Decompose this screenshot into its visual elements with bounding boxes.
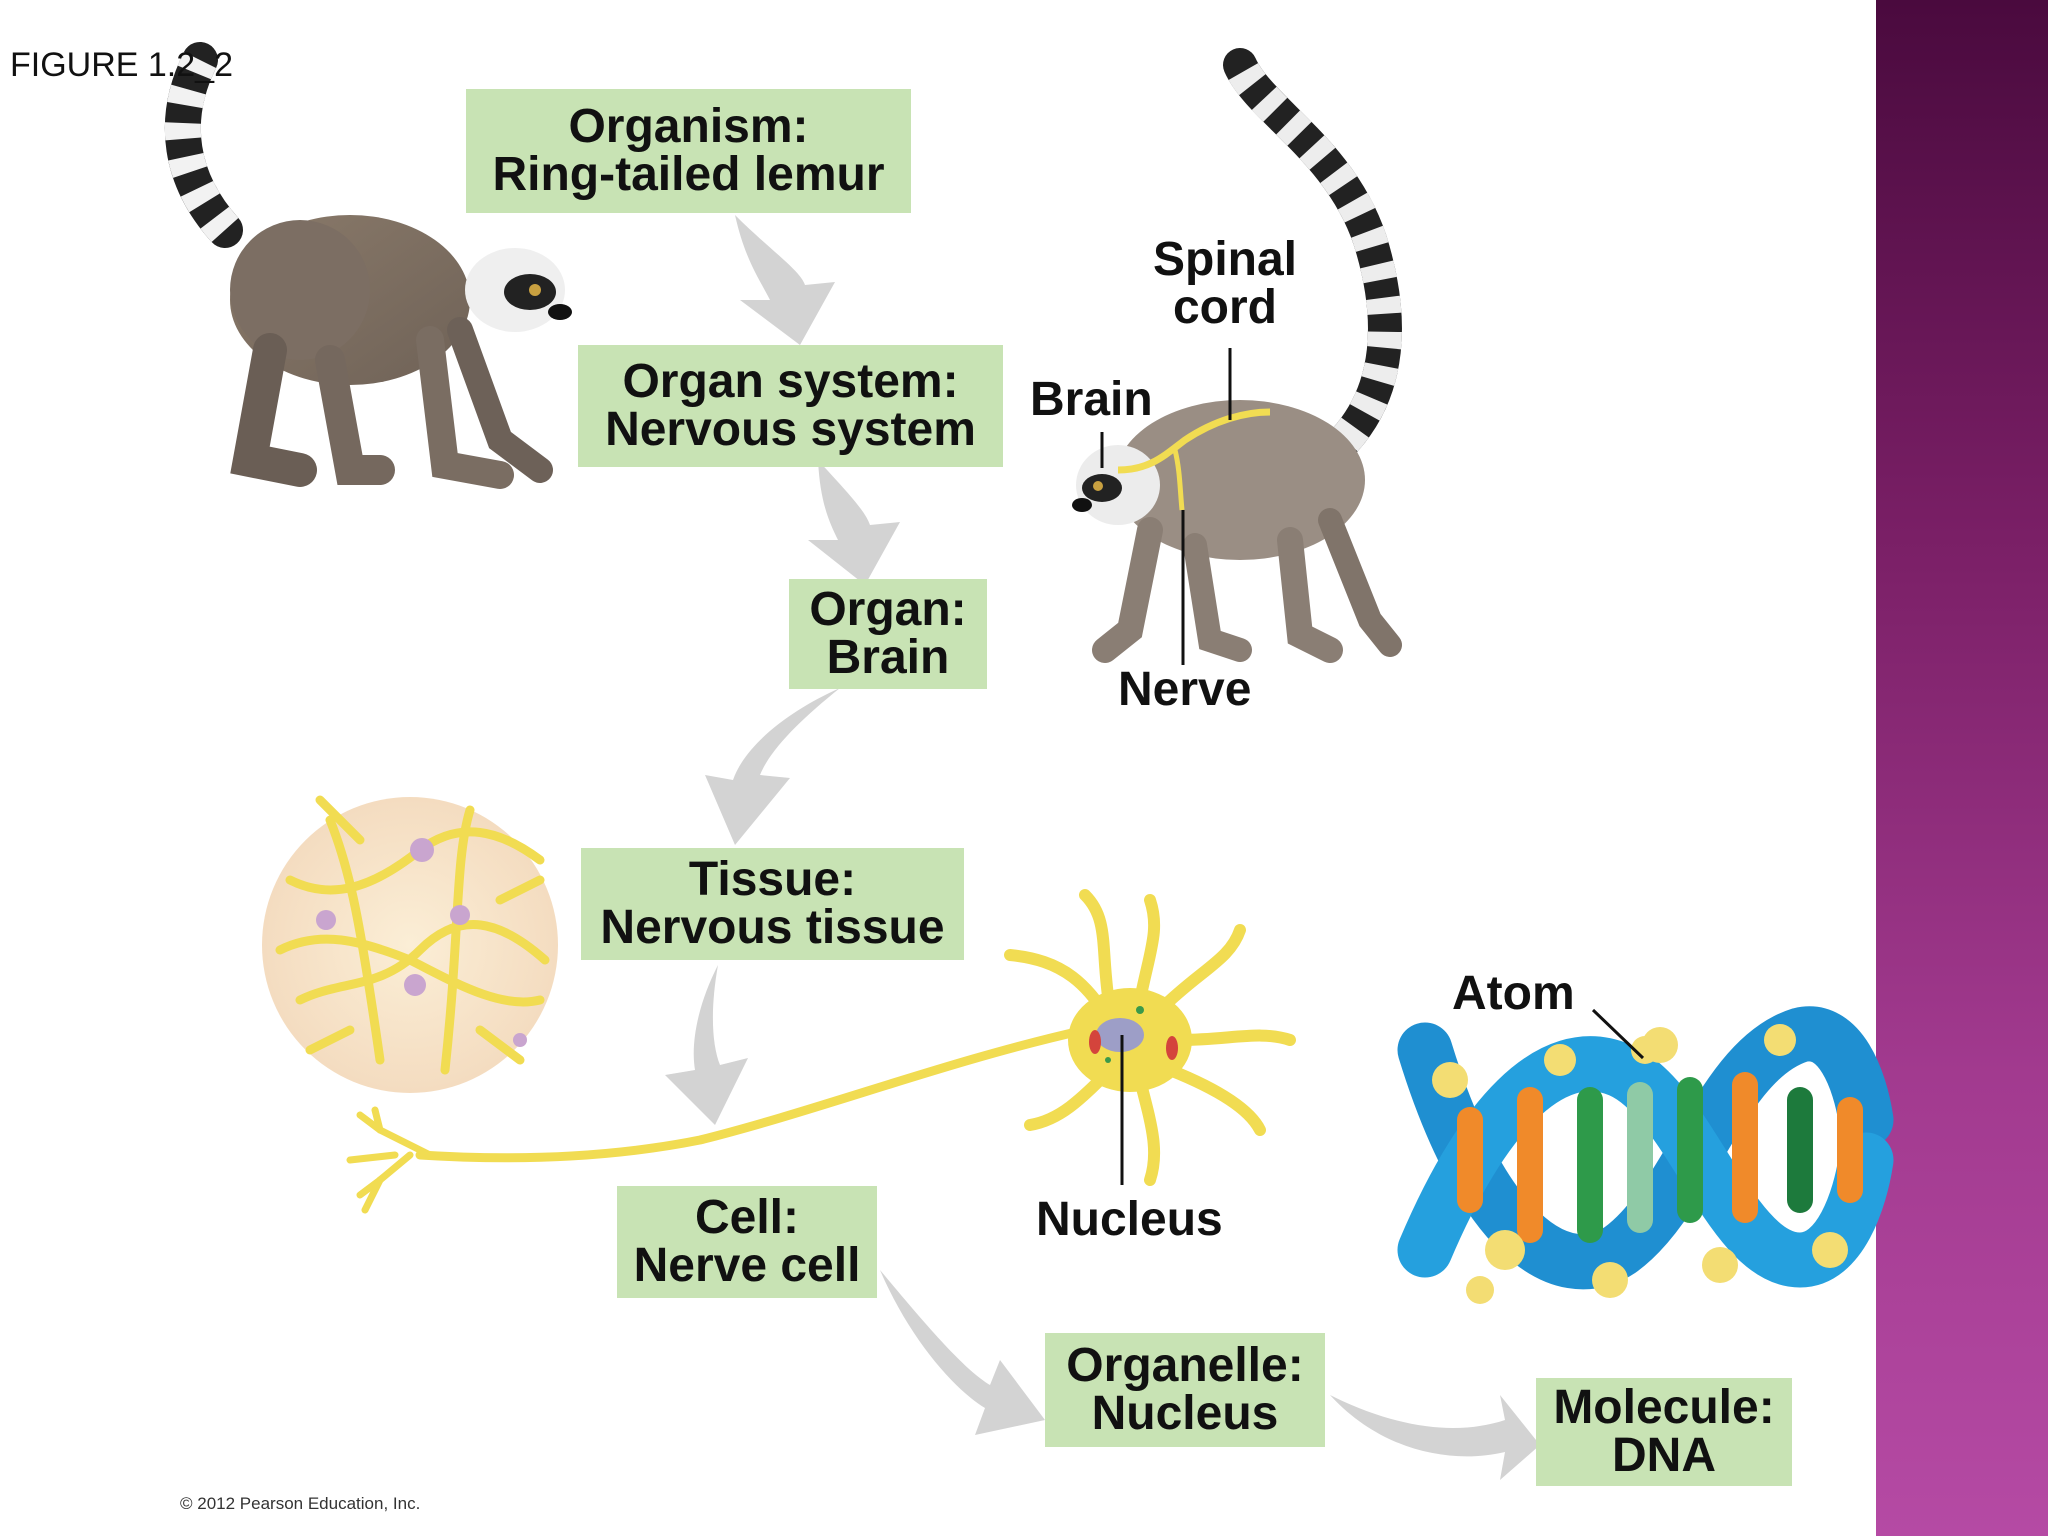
callout-atom: Atom xyxy=(1452,967,1575,1020)
callout-spinal-cord: Spinal cord xyxy=(1140,236,1310,332)
callout-brain: Brain xyxy=(1030,373,1153,426)
arrow-organelle-to-molecule xyxy=(1330,1395,1540,1480)
level-title: Organism: xyxy=(568,100,809,153)
callout-nucleus: Nucleus xyxy=(1036,1193,1223,1246)
arrow-cell-to-organelle xyxy=(880,1270,1045,1435)
lemur-nervous-system-illustration xyxy=(1072,48,1402,665)
level-title: Cell: xyxy=(694,1191,799,1244)
level-name: Ring-tailed lemur xyxy=(492,148,885,201)
callout-nerve: Nerve xyxy=(1118,663,1252,716)
callout-spinal-line2: cord xyxy=(1172,281,1277,334)
level-title: Tissue: xyxy=(688,853,857,906)
arrow-tissue-to-cell xyxy=(665,965,748,1125)
level-box-cell: Cell: Nerve cell xyxy=(617,1186,877,1298)
level-box-organism: Organism: Ring-tailed lemur xyxy=(466,89,911,213)
copyright-notice: © 2012 Pearson Education, Inc. xyxy=(180,1494,421,1513)
arrow-organ-to-tissue xyxy=(705,688,840,845)
flow-arrows xyxy=(665,215,1540,1480)
arrow-organism-to-system xyxy=(735,215,835,345)
dna-molecule-illustration xyxy=(1397,1006,1894,1304)
level-box-organ: Organ: Brain xyxy=(789,579,987,689)
nervous-tissue-illustration xyxy=(262,795,558,1093)
level-box-organelle: Organelle: Nucleus xyxy=(1045,1333,1325,1447)
figure-label: FIGURE 1.2_2 xyxy=(10,46,233,84)
level-title: Organelle: xyxy=(1066,1339,1304,1392)
level-name: DNA xyxy=(1612,1429,1716,1482)
level-box-tissue: Tissue: Nervous tissue xyxy=(581,848,964,960)
level-title: Organ: xyxy=(809,583,967,636)
level-box-organ-system: Organ system: Nervous system xyxy=(578,345,1003,467)
level-name: Nucleus xyxy=(1091,1387,1279,1440)
neuron-illustration xyxy=(346,889,1296,1214)
arrow-system-to-organ xyxy=(808,460,900,585)
callout-spinal-line1: Spinal xyxy=(1152,233,1298,286)
level-box-molecule: Molecule: DNA xyxy=(1536,1378,1792,1486)
level-name: Nervous system xyxy=(605,403,976,456)
level-title: Molecule: xyxy=(1553,1381,1775,1434)
level-name: Brain xyxy=(826,631,950,684)
lemur-organism-illustration xyxy=(164,42,572,489)
level-name: Nerve cell xyxy=(633,1239,861,1292)
level-name: Nervous tissue xyxy=(600,901,945,954)
level-title: Organ system: xyxy=(622,355,959,408)
